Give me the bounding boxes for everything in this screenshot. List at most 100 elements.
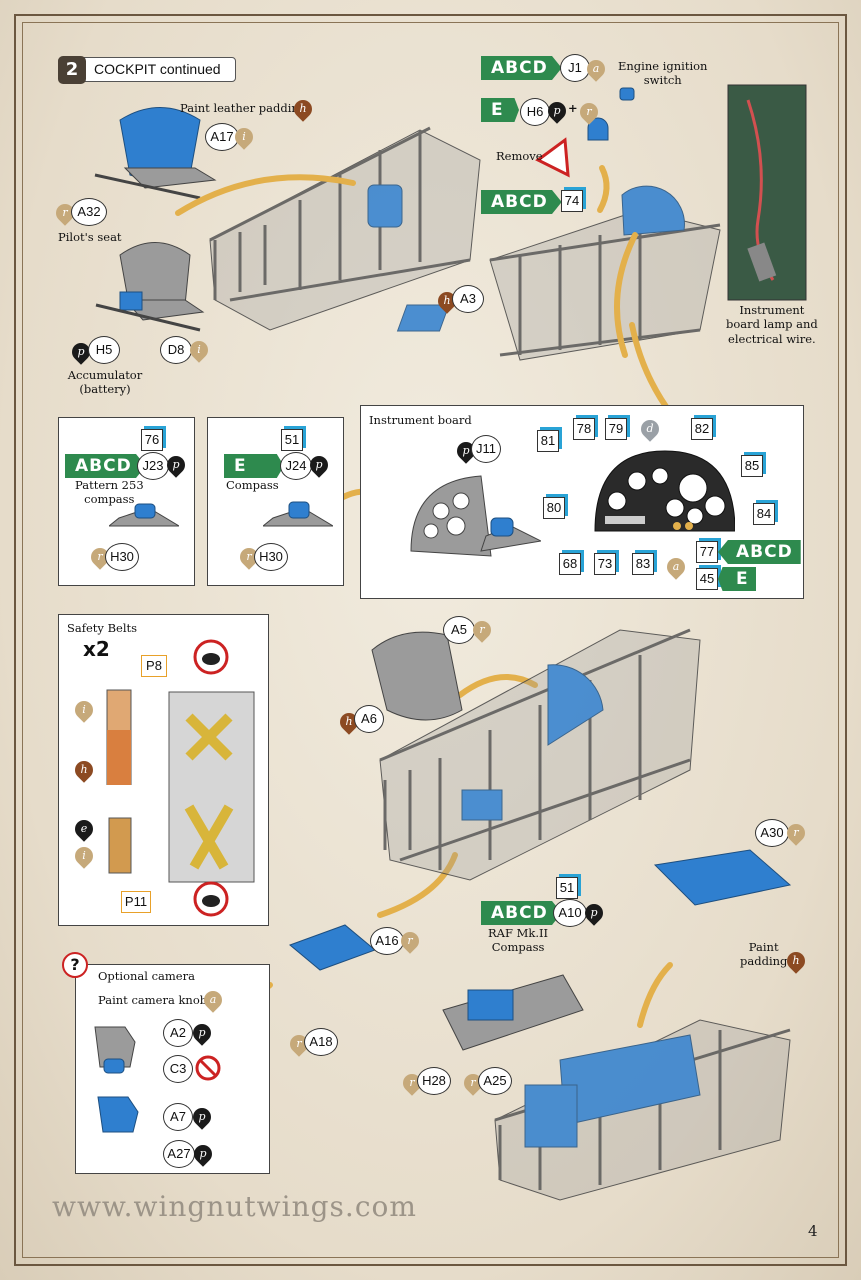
paint-code-r: r <box>397 928 423 954</box>
paint-code-p: p <box>581 900 607 926</box>
do-not-use-icon <box>195 1055 221 1081</box>
belt-P8-drawing <box>106 689 132 785</box>
paint-code-p: p <box>189 1020 215 1046</box>
quantity-label: x2 <box>83 637 110 661</box>
part-H30: H30 <box>105 543 139 571</box>
version-tag-abcd: ABCD <box>481 190 562 214</box>
part-78: 78 <box>573 418 595 440</box>
ignition-switch-part <box>619 87 635 101</box>
paint-code-i: i <box>186 337 212 363</box>
panel-optional-camera: Optional camera Paint camera knobs a A2 … <box>75 964 270 1174</box>
paint-code-i: i <box>71 697 97 723</box>
paint-code-h: h <box>783 948 809 974</box>
part-82: 82 <box>691 418 713 440</box>
part-H28: H28 <box>417 1067 451 1095</box>
part-J24: J24 <box>280 452 312 480</box>
remove-label: Remove <box>496 149 543 163</box>
part-A17: A17 <box>205 123 239 151</box>
part-J11: J11 <box>471 435 501 463</box>
step-header <box>58 57 236 82</box>
part-P8: P8 <box>141 655 167 677</box>
step-number: 2 <box>58 56 86 84</box>
plus-sign: + <box>568 101 578 115</box>
belt-P11-drawing <box>108 817 132 874</box>
part-51: 51 <box>281 429 303 451</box>
remove-warning-icon <box>535 137 570 178</box>
camera-mount-drawing <box>289 924 376 971</box>
instrument-board-front-drawing <box>594 450 735 532</box>
compass-part-drawing <box>263 501 333 527</box>
part-H5: H5 <box>88 336 120 364</box>
compass-label: Compass <box>226 478 279 492</box>
part-H6: H6 <box>520 98 550 126</box>
panel-instrument-board: Instrument board p J11 81 78 79 d 82 85 … <box>360 405 804 599</box>
page-number: 4 <box>808 1222 818 1240</box>
part-81: 81 <box>537 430 559 452</box>
paint-code-p: p <box>189 1104 215 1130</box>
paint-code-r: r <box>783 820 809 846</box>
panel-safety-belts: Safety Belts x2 P8 i h e i P11 <box>58 614 269 926</box>
fuselage-frame-right <box>396 185 721 361</box>
part-J23: J23 <box>137 452 169 480</box>
paint-code-r: r <box>469 617 495 643</box>
version-tag-e: E <box>224 454 284 478</box>
accumulator-label: Accumulator(battery) <box>67 368 143 397</box>
footer-url[interactable]: www.wingnutwings.com <box>52 1190 417 1223</box>
paint-code-p: p <box>306 452 332 478</box>
paint-code-p: p <box>163 452 189 478</box>
part-D8: D8 <box>160 336 192 364</box>
part-C3: C3 <box>163 1055 193 1083</box>
part-73: 73 <box>594 553 616 575</box>
part-84: 84 <box>753 503 775 525</box>
part-68: 68 <box>559 553 581 575</box>
part-A3: A3 <box>452 285 484 313</box>
paint-code-a: a <box>663 554 689 580</box>
pilot-seat-drawing <box>94 107 217 200</box>
part-85: 85 <box>741 455 763 477</box>
optional-camera-label: Optional camera <box>98 969 195 983</box>
version-tag-abcd: ABCD <box>65 454 146 478</box>
paint-code-i: i <box>231 124 257 150</box>
fuselage-frame-bottom <box>494 1019 791 1201</box>
paint-leather-label: Paint leather padding <box>180 101 307 115</box>
part-P11: P11 <box>121 891 151 913</box>
paint-code-e: e <box>71 816 97 842</box>
step-title: COCKPIT continued <box>94 61 221 77</box>
camera-drawing <box>94 1026 139 1133</box>
part-A18: A18 <box>304 1028 338 1056</box>
belts-installed-drawing <box>168 639 255 917</box>
part-76: 76 <box>141 429 163 451</box>
paint-camera-knobs-label: Paint camera knobs <box>98 993 214 1007</box>
paint-code-h: h <box>290 96 316 122</box>
part-J1: J1 <box>560 54 590 82</box>
part-A32: A32 <box>71 198 107 226</box>
paint-code-h: h <box>71 757 97 783</box>
part-77: 77 <box>696 541 718 563</box>
part-A30: A30 <box>755 819 789 847</box>
part-A6: A6 <box>354 705 384 733</box>
part-A5: A5 <box>443 616 475 644</box>
bulkhead-A5-drawing <box>371 631 463 721</box>
version-tag-e: E <box>481 98 519 122</box>
panel-e-compass: 51 E J24 p Compass r H30 <box>207 417 344 586</box>
paint-code-r: r <box>576 99 602 125</box>
version-tag-abcd: ABCD <box>481 901 562 925</box>
pilots-seat-label: Pilot's seat <box>58 230 122 244</box>
part-74: 74 <box>561 190 583 212</box>
part-A10: A10 <box>553 899 587 927</box>
question-icon: ? <box>62 952 88 978</box>
version-tag-abcd: ABCD <box>481 56 562 80</box>
part-A25: A25 <box>478 1067 512 1095</box>
part-A16: A16 <box>370 927 404 955</box>
part-79: 79 <box>605 418 627 440</box>
part-H30: H30 <box>254 543 288 571</box>
version-tag-e: E <box>718 567 756 591</box>
paint-code-a: a <box>583 56 609 82</box>
